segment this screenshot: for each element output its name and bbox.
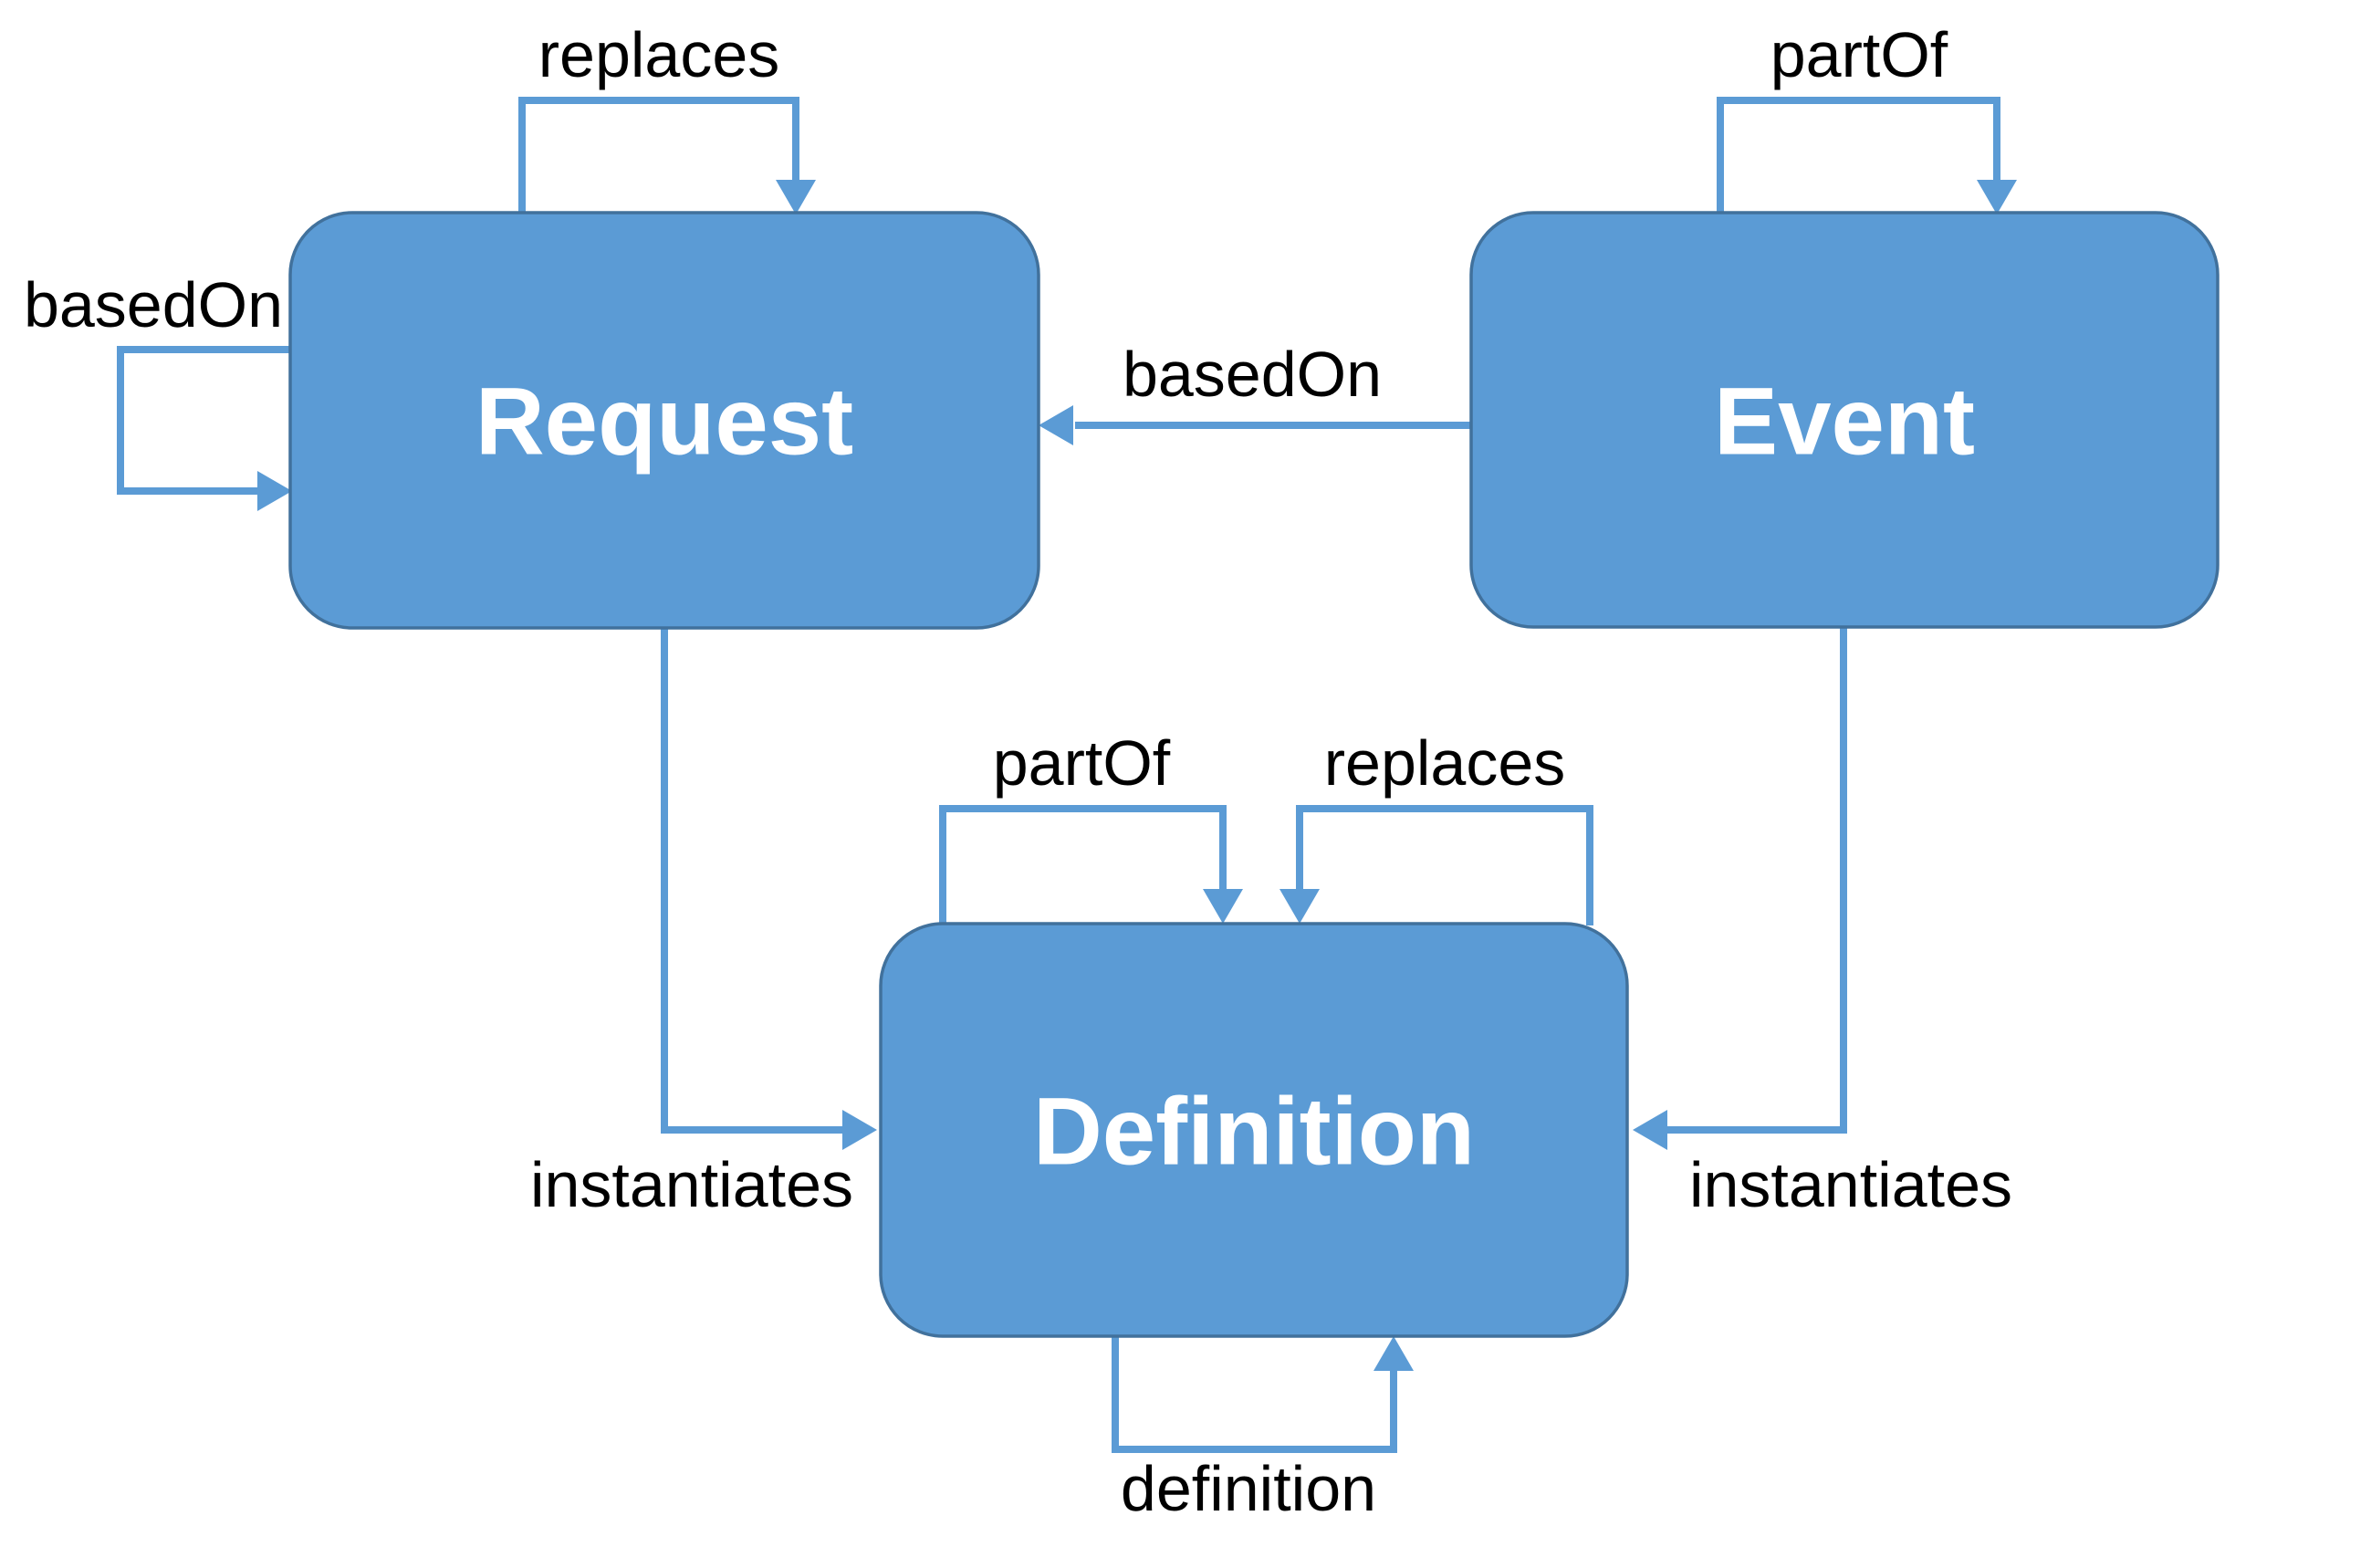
edge-arrowhead (1977, 180, 2017, 214)
edge-line (1296, 805, 1593, 925)
edge-label: replaces (538, 19, 780, 90)
edge-request-replaces: replaces (518, 19, 816, 216)
node-definition-box (879, 922, 1629, 1338)
edge-arrowhead (257, 471, 292, 511)
edge-line (518, 97, 799, 216)
node-request: Request (288, 211, 1040, 630)
edge-request-instantiates-definition: instantiates (530, 626, 877, 1220)
edge-arrowhead (1374, 1336, 1414, 1371)
edge-line (661, 626, 844, 1134)
edge-event-instantiates-definition: instantiates (1633, 626, 2012, 1220)
edge-event-partof: partOf (1717, 19, 2017, 216)
edge-arrowhead (1633, 1110, 1667, 1150)
edge-request-basedon-self: basedOn (24, 269, 294, 511)
edge-arrowhead (1280, 889, 1320, 924)
edge-arrowhead (842, 1110, 877, 1150)
edge-label: basedOn (1123, 339, 1382, 410)
edge-line (1112, 1334, 1397, 1453)
edge-label: replaces (1324, 727, 1566, 799)
node-event-box (1469, 211, 2220, 629)
node-definition: Definition (879, 922, 1629, 1338)
edge-label: instantiates (1689, 1149, 2012, 1220)
edge-label: instantiates (530, 1149, 853, 1220)
edge-definition-partof: partOf (939, 727, 1243, 925)
edge-arrowhead (1039, 405, 1073, 445)
edge-label: partOf (1770, 19, 1948, 90)
edge-line (939, 805, 1227, 925)
node-request-label: Request (475, 369, 853, 476)
node-request-box (288, 211, 1040, 630)
edge-definition-replaces: replaces (1280, 727, 1593, 925)
edge-line (1666, 626, 1847, 1134)
edge-definition-definition: definition (1112, 1334, 1414, 1524)
edge-label: partOf (993, 727, 1171, 799)
node-definition-label: Definition (1033, 1079, 1475, 1186)
edge-event-basedon-request: basedOn (1039, 339, 1471, 445)
node-event: Event (1469, 211, 2220, 629)
edge-arrowhead (1203, 889, 1243, 924)
edge-arrowhead (776, 180, 816, 214)
edge-line (117, 346, 294, 495)
node-event-label: Event (1714, 369, 1975, 476)
edge-label: basedOn (24, 269, 283, 340)
edge-label: definition (1121, 1453, 1376, 1524)
edge-line (1717, 97, 2000, 216)
